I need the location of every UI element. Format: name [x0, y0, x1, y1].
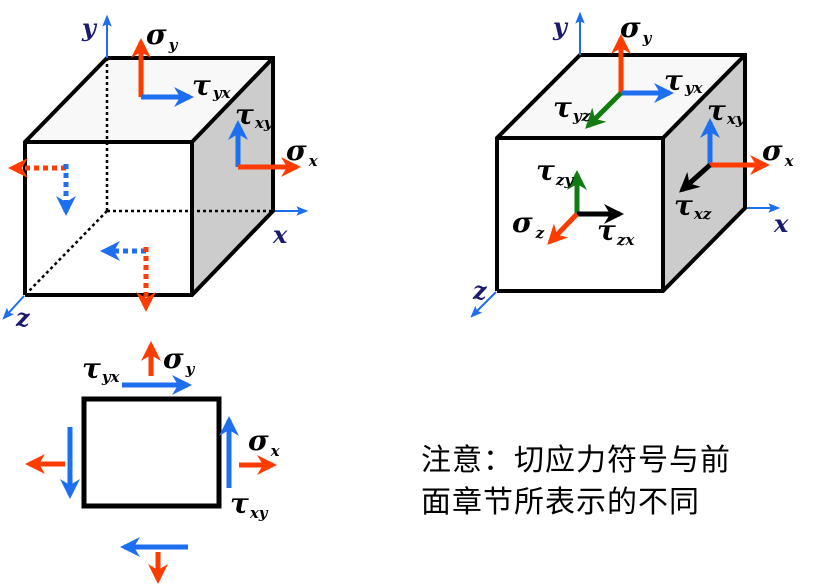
x-axis-label: x — [773, 209, 789, 238]
tau-xy-label: τxy — [707, 94, 746, 128]
tau-xz-label: τxz — [674, 189, 712, 223]
left-cube-front-face — [25, 142, 192, 295]
note-text: 注意：切应力符号与前 面章节所表示的不同 — [421, 440, 731, 524]
sigma-z-arrow — [547, 212, 579, 245]
z-axis-label: z — [15, 303, 31, 332]
tau-yz-arrow — [585, 91, 623, 129]
z-axis-arrow — [2, 295, 25, 320]
left-cube-right-face — [192, 58, 273, 295]
square-element — [81, 396, 222, 509]
y-axis-label: y — [81, 13, 98, 42]
tau-xy-label: τxy — [230, 487, 269, 522]
note-line-2: 面章节所表示的不同 — [421, 485, 700, 520]
z-axis-label: z — [472, 276, 488, 305]
hidden-edge — [27, 210, 108, 293]
z-axis-arrow — [470, 291, 497, 318]
tau-zx-label: τzx — [597, 214, 635, 249]
tau-xz-arrow — [679, 163, 712, 193]
tau-zy-label: τzy — [536, 154, 574, 189]
tau-yz-label: τyz — [553, 91, 591, 125]
y-axis-label: y — [552, 12, 569, 41]
tau-yx-label: τyx — [82, 352, 121, 386]
x-axis-label: x — [272, 220, 288, 249]
tau-xy-label: τxy — [235, 98, 274, 132]
note-line-1: 注意：切应力符号与前 — [421, 443, 731, 478]
